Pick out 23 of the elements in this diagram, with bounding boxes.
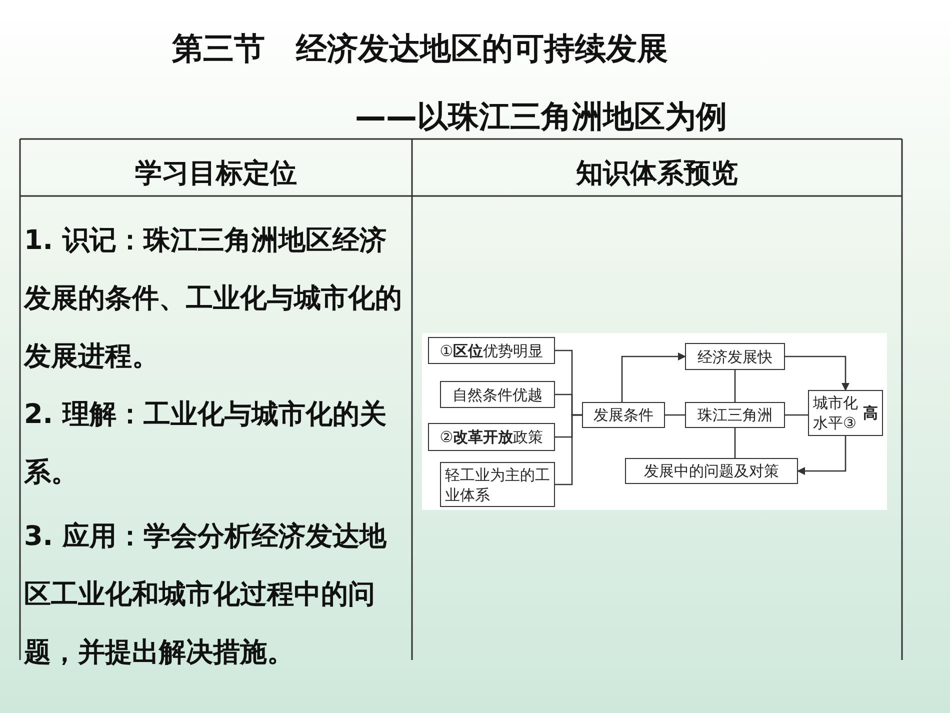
column-header: 学习目标定位 — [134, 157, 298, 191]
flow-box: ①区位优势明显 — [428, 337, 555, 364]
arrow — [785, 356, 850, 391]
subtitle: ——以珠江三角洲地区为例 — [355, 98, 727, 137]
objective-text: 3. 应用：学会分析经济发达地区工业化和城市化过程中的问题，并提出解决措施。 — [24, 520, 388, 670]
connector-line — [734, 370, 736, 402]
column-header: 知识体系预览 — [574, 157, 739, 191]
title: 第三节 经济发达地区的可持续发展 — [172, 30, 668, 69]
arrow — [797, 436, 846, 475]
flow-box: 轻工业为主的工业体系 — [440, 462, 555, 507]
objective-text: 1. 识记：珠江三角洲地区经济发展的条件、工业化与城市化的发展进程。 — [24, 224, 403, 374]
connector-line — [785, 414, 808, 416]
connector-line — [555, 414, 582, 486]
flow-box: 发展条件 — [582, 402, 665, 428]
flow-box: 经济发展快 — [685, 343, 785, 370]
connector-line — [734, 428, 736, 458]
connector-line — [665, 414, 685, 416]
objective-text: 2. 理解：工业化与城市化的关系。 — [24, 398, 388, 490]
flow-box: 珠江三角洲 — [685, 402, 785, 428]
flow-box: 发展中的问题及对策 — [625, 458, 798, 484]
flow-box: ②改革开放政策 — [428, 423, 555, 451]
arrow — [621, 352, 686, 402]
flow-box: 自然条件优越 — [440, 381, 555, 408]
